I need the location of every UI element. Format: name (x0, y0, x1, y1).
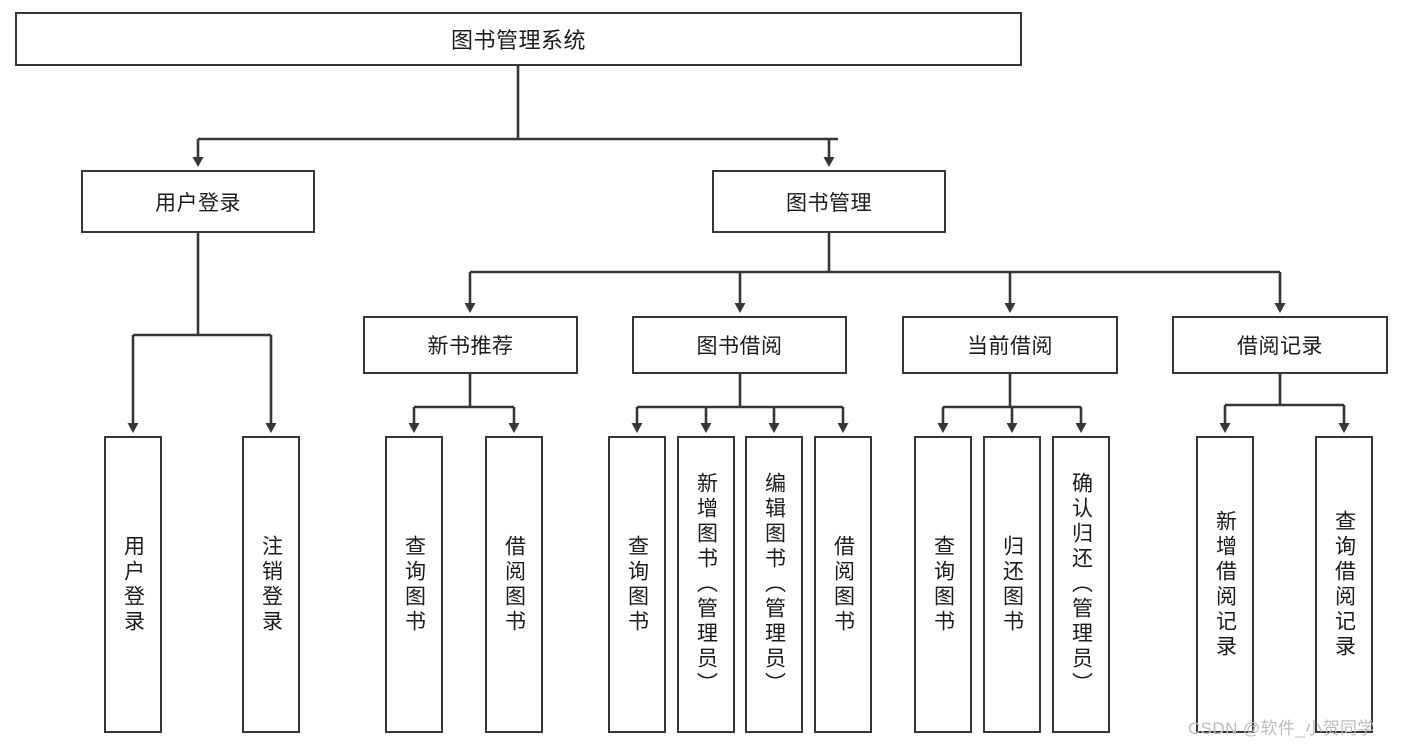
watermark-text: CSDN @软件_小贺同学 (1188, 719, 1375, 738)
node-current-borrow[interactable]: 当前借阅 (902, 316, 1118, 374)
node-root-label: 图书管理系统 (450, 28, 586, 53)
node-new-book-recommend[interactable]: 新书推荐 (363, 316, 578, 374)
leaf-logout-label: 注销登录 (259, 534, 283, 635)
node-book-manage-label: 图书管理 (786, 191, 872, 215)
leaf-query-book-borrow[interactable]: 查询图书 (608, 436, 666, 733)
leaf-borrow-book-recommend-label: 借阅图书 (502, 534, 526, 635)
leaf-borrow-book-label: 借阅图书 (831, 534, 855, 635)
node-borrow-record-label: 借阅记录 (1237, 335, 1323, 358)
leaf-user-login[interactable]: 用户登录 (104, 436, 162, 733)
leaf-query-book-current[interactable]: 查询图书 (914, 436, 972, 733)
leaf-edit-book-admin[interactable]: 编辑图书（管理员） (745, 436, 803, 733)
leaf-return-book[interactable]: 归还图书 (983, 436, 1041, 733)
leaf-query-book-recommend[interactable]: 查询图书 (385, 436, 443, 733)
node-current-borrow-label: 当前借阅 (967, 335, 1053, 358)
leaf-edit-book-admin-label: 编辑图书（管理员） (762, 472, 786, 697)
leaf-confirm-return-admin[interactable]: 确认归还（管理员） (1052, 436, 1110, 733)
node-new-book-recommend-label: 新书推荐 (427, 335, 514, 358)
leaf-borrow-book-recommend[interactable]: 借阅图书 (485, 436, 543, 733)
node-borrow-record[interactable]: 借阅记录 (1172, 316, 1388, 374)
leaf-query-book-current-label: 查询图书 (931, 534, 955, 635)
leaf-query-borrow-record[interactable]: 查询借阅记录 (1315, 436, 1373, 733)
leaf-logout[interactable]: 注销登录 (242, 436, 300, 733)
node-book-borrow-label: 图书借阅 (696, 335, 783, 358)
leaf-add-borrow-record-label: 新增借阅记录 (1213, 509, 1237, 660)
leaf-confirm-return-admin-label: 确认归还（管理员） (1069, 472, 1093, 697)
leaf-add-borrow-record[interactable]: 新增借阅记录 (1196, 436, 1254, 733)
leaf-query-book-recommend-label: 查询图书 (402, 534, 426, 635)
node-user-login-label: 用户登录 (155, 191, 241, 215)
leaf-user-login-label: 用户登录 (121, 534, 145, 635)
node-book-borrow[interactable]: 图书借阅 (632, 316, 847, 374)
leaf-add-book-admin[interactable]: 新增图书（管理员） (677, 436, 735, 733)
leaf-query-borrow-record-label: 查询借阅记录 (1332, 509, 1356, 660)
node-book-manage[interactable]: 图书管理 (712, 170, 946, 233)
leaf-return-book-label: 归还图书 (1000, 534, 1024, 635)
node-root[interactable]: 图书管理系统 (15, 12, 1022, 66)
node-user-login[interactable]: 用户登录 (81, 170, 315, 233)
leaf-query-book-borrow-label: 查询图书 (625, 534, 649, 635)
leaf-add-book-admin-label: 新增图书（管理员） (694, 472, 718, 697)
leaf-borrow-book[interactable]: 借阅图书 (814, 436, 872, 733)
